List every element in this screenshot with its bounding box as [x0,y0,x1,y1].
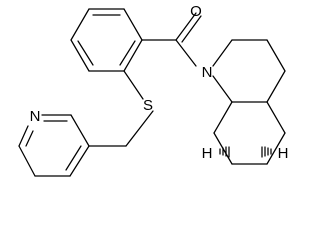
pyridine-nitrogen-label: N [30,108,41,125]
molecule-structure: O N S N H H [18,3,289,177]
stereo-bond-right [261,146,272,158]
carbonyl-group [141,12,202,67]
stereo-h-right-label: H [278,145,289,162]
amine-nitrogen-label: N [202,64,213,81]
stereo-h-left-label: H [202,145,213,162]
stereo-bond-left [219,146,230,158]
benzene-ring [70,8,143,72]
cyclohexane-ring [213,101,286,165]
sulfur-atom-label: S [143,97,153,114]
thioether-linker [88,70,154,147]
pyridine-ring [18,114,90,177]
oxygen-atom-label: O [190,3,202,20]
piperidine-ring [212,39,286,103]
